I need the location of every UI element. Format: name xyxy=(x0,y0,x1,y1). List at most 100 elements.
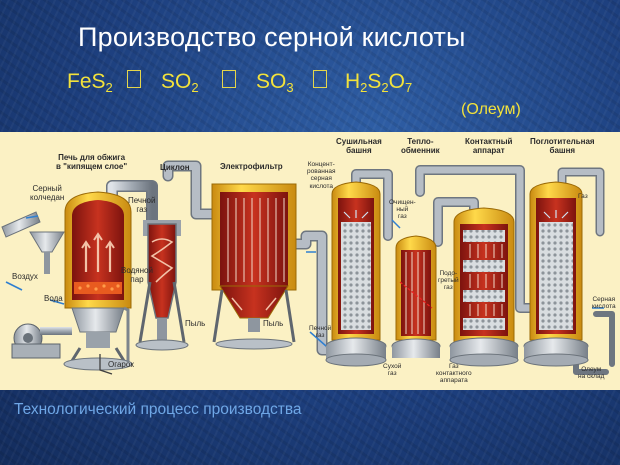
label-furnace-line: в "кипящем слое" xyxy=(56,162,128,171)
formula-so3: SO3 xyxy=(256,70,294,95)
label-sulfuric-acid-line: Серная xyxy=(592,296,616,303)
slide-caption: Технологический процесс производства xyxy=(14,401,302,418)
label-heat-exchanger-line: Тепло- xyxy=(407,137,434,146)
formula-so2: SO2 xyxy=(161,70,199,95)
slide-title: Производство серной кислоты xyxy=(78,22,466,52)
label-conc-acid-line: серная xyxy=(310,175,332,183)
label-purified-gas-line: газ xyxy=(397,213,407,221)
label-kiln-gas-2-line: газ xyxy=(315,332,325,340)
furnace xyxy=(63,191,133,375)
oleum-label: (Олеум) xyxy=(461,101,521,118)
label-heat-exchanger: Тепло-обменник xyxy=(401,137,440,155)
label-contact-gas-line: Газ xyxy=(448,363,459,370)
label-pyrite-line: колчедан xyxy=(30,193,65,202)
label-gas-top: Газ xyxy=(578,193,588,200)
label-dry-gas-line: газ xyxy=(387,370,397,378)
label-conc-acid-line: кислота xyxy=(309,182,334,190)
label-heat-exchanger-line: обменник xyxy=(401,146,440,155)
formula-h: H xyxy=(345,70,361,93)
pipe-acid-out xyxy=(593,311,615,367)
absorption-tower xyxy=(523,181,589,367)
label-pyrite-line: Серный xyxy=(32,184,62,193)
formula-so2-main: SO xyxy=(161,70,192,93)
formula-so3-sub: 3 xyxy=(286,80,294,95)
label-sulfuric-acid-line: кислота xyxy=(592,303,616,311)
formula-h-sub: 2 xyxy=(360,80,368,95)
electrofilter xyxy=(211,183,297,350)
label-drying-tower-line: башня xyxy=(346,146,372,155)
contact-apparatus xyxy=(449,207,519,367)
label-cinder-line: Огарок xyxy=(108,360,134,369)
label-dust-2: Пыль xyxy=(263,319,283,328)
label-oleum-storage-line: Олеум xyxy=(581,366,602,373)
label-oleum-storage-line: на склад xyxy=(578,373,605,381)
flow-arrows xyxy=(306,219,604,347)
label-absorption-tower-line: Поглотительная xyxy=(530,137,595,146)
process-diagram-svg xyxy=(1,160,615,375)
drying-tower xyxy=(325,181,387,367)
label-dry-gas-line: Сухой xyxy=(383,363,402,370)
formula-o: O xyxy=(388,70,405,93)
label-dust: Пыль xyxy=(185,319,205,328)
heat-exchanger xyxy=(391,235,441,358)
label-air-line: Воздух xyxy=(12,272,38,281)
label-steam-line: Водяной xyxy=(121,266,153,275)
label-kiln-gas-line: газ xyxy=(136,205,148,214)
label-contact-apparatus-line: Контактный xyxy=(465,137,513,146)
pipe-cyclone-filter xyxy=(162,160,220,220)
pipes xyxy=(106,160,615,375)
label-kiln-gas-2-line: Печной xyxy=(309,325,332,332)
reaction-arrow-icon xyxy=(222,70,236,88)
label-gas-top-line: Газ xyxy=(578,193,588,200)
label-heated-gas-line: Подо- xyxy=(439,270,458,277)
label-air: Воздух xyxy=(12,272,38,281)
formula-fes2: FeS2 xyxy=(67,70,113,95)
label-water-line: Вода xyxy=(44,294,63,303)
label-heated-gas-line: гретый xyxy=(438,277,459,285)
label-purified-gas-line: ный xyxy=(396,206,409,214)
label-heated-gas-line: газ xyxy=(443,284,453,292)
reaction-arrow-icon xyxy=(313,70,327,88)
label-contact-gas-line: аппарата xyxy=(439,377,468,385)
air-blower xyxy=(5,281,72,359)
label-purified-gas-line: Очищен- xyxy=(389,199,416,206)
formula-fes2-sub: 2 xyxy=(105,80,113,95)
label-cyclone: Циклон xyxy=(160,163,190,172)
label-dust-line: Пыль xyxy=(185,319,206,328)
label-dust-2-line: Пыль xyxy=(263,319,284,328)
formula-so2-sub: 2 xyxy=(191,80,199,95)
label-steam-line: пар xyxy=(130,275,144,284)
label-contact-apparatus-line: аппарат xyxy=(472,146,505,155)
label-water: Вода xyxy=(44,294,63,303)
label-absorption-tower-line: башня xyxy=(549,146,576,155)
formula-o-sub: 7 xyxy=(405,80,413,95)
formula-h2s2o7: H2S2O7 xyxy=(345,70,412,95)
label-drying-tower-line: Сушильная xyxy=(336,137,382,146)
reaction-arrow-icon xyxy=(127,70,141,88)
label-conc-acid-line: рованная xyxy=(307,168,336,176)
formula-so3-main: SO xyxy=(256,70,287,93)
label-cyclone-line: Циклон xyxy=(160,163,190,172)
cyclone xyxy=(135,220,189,351)
label-conc-acid-line: Концент- xyxy=(307,161,335,168)
formula-fes2-main: FeS xyxy=(67,70,106,93)
formula-s-sub: 2 xyxy=(381,80,389,95)
label-contact-gas-line: контактного xyxy=(436,370,472,378)
label-kiln-gas-line: Печной xyxy=(128,196,156,205)
label-electrofilter: Электрофильтр xyxy=(220,162,283,171)
label-electrofilter-line: Электрофильтр xyxy=(220,162,283,171)
